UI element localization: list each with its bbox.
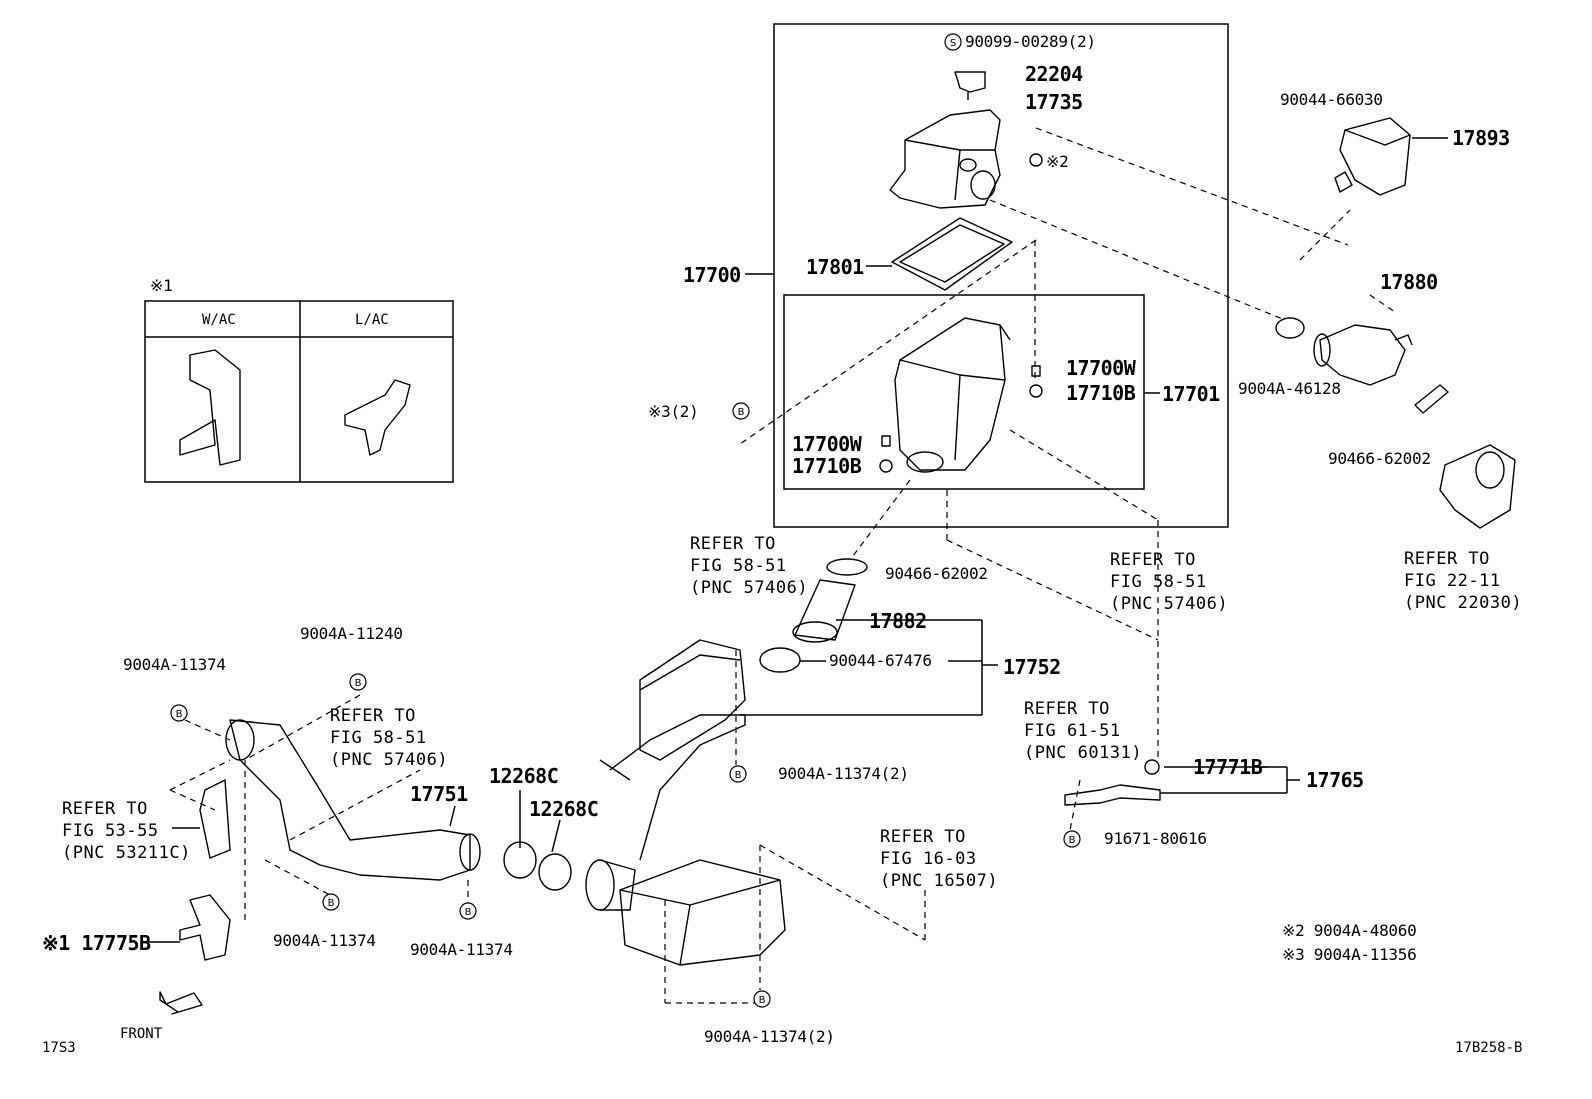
assembly-17701-frame <box>783 294 1145 490</box>
part-12268C-b: 12268C <box>529 797 599 821</box>
part-17710B-left: 17710B <box>792 454 862 478</box>
legend-marker-1: ※1 <box>150 276 173 295</box>
part-17893: 17893 <box>1452 126 1510 150</box>
part-17710B-right: 17710B <box>1066 381 1136 405</box>
part-90099-00289: 90099-00289(2) <box>965 32 1096 51</box>
s-symbol-icon <box>944 33 962 51</box>
legend-lac-label: L/AC <box>355 312 389 328</box>
part-9004A-11374-2-bottom: 9004A-11374(2) <box>704 1027 835 1046</box>
assembly-17700-frame <box>773 23 1229 528</box>
ref-fig-22-11: REFER TO FIG 22-11 (PNC 22030) <box>1404 549 1523 613</box>
part-17771B: 17771B <box>1193 755 1263 779</box>
svg-text:B: B <box>1069 835 1076 846</box>
part-9004A-11374-bottom-a: 9004A-11374 <box>273 931 376 950</box>
footnote-2: ※2 9004A-48060 <box>1282 921 1417 940</box>
part-17882: 17882 <box>869 609 927 633</box>
ref-fig-61-51: REFER TO FIG 61-51 (PNC 60131) <box>1024 699 1143 763</box>
part-91671-80616: 91671-80616 <box>1104 829 1207 848</box>
part-17801: 17801 <box>806 255 864 279</box>
svg-text:B: B <box>176 709 183 720</box>
figure-code-right: 17B258-B <box>1455 1040 1523 1056</box>
part-17700W-right: 17700W <box>1066 356 1136 380</box>
part-17765: 17765 <box>1306 768 1364 792</box>
part-9004A-11374-bottom-b: 9004A-11374 <box>410 940 513 959</box>
ref-fig-16-03: REFER TO FIG 16-03 (PNC 16507) <box>880 827 999 891</box>
ref-fig-58-51-b: REFER TO FIG 58-51 (PNC 57406) <box>1110 550 1229 614</box>
part-9004A-11374-topleft: 9004A-11374 <box>123 655 226 674</box>
b-symbol-icon <box>732 402 750 420</box>
part-9004A-11374-2-mid: 9004A-11374(2) <box>778 764 909 783</box>
part-90466-62002-lower: 90466-62002 <box>885 564 988 583</box>
part-12268C-a: 12268C <box>489 764 559 788</box>
b-symbol-icon <box>753 990 771 1008</box>
note-star-2: ※2 <box>1046 152 1069 171</box>
footnote-3: ※3 9004A-11356 <box>1282 945 1417 964</box>
b-symbol-icon <box>349 673 367 691</box>
part-9004A-46128: 9004A-46128 <box>1238 379 1341 398</box>
part-17751: 17751 <box>410 782 468 806</box>
ref-fig-53-55: REFER TO FIG 53-55 (PNC 53211C) <box>62 799 191 863</box>
note-star-3: ※3(2) <box>648 402 699 421</box>
b-symbol-icon <box>459 902 477 920</box>
svg-text:B: B <box>759 995 766 1006</box>
part-22204: 22204 <box>1025 62 1083 86</box>
b-symbol-icon <box>170 704 188 722</box>
part-17752: 17752 <box>1003 655 1061 679</box>
part-9004A-11240: 9004A-11240 <box>300 624 403 643</box>
svg-text:B: B <box>355 678 362 689</box>
part-90044-67476: 90044-67476 <box>829 651 932 670</box>
part-90466-62002-upper: 90466-62002 <box>1328 449 1431 468</box>
ref-fig-58-51-a: REFER TO FIG 58-51 (PNC 57406) <box>690 534 809 598</box>
part-17735: 17735 <box>1025 90 1083 114</box>
part-90044-66030: 90044-66030 <box>1280 90 1383 109</box>
svg-text:B: B <box>465 907 472 918</box>
b-symbol-icon <box>729 765 747 783</box>
b-symbol-icon <box>322 893 340 911</box>
svg-text:B: B <box>735 770 742 781</box>
legend-table-frame <box>144 300 454 483</box>
figure-code-left: 17S3 <box>42 1040 76 1056</box>
svg-text:S: S <box>950 38 956 49</box>
front-arrow-label: FRONT <box>120 1026 163 1042</box>
ref-fig-58-51-c: REFER TO FIG 58-51 (PNC 57406) <box>330 706 449 770</box>
part-17700W-left: 17700W <box>792 432 862 456</box>
svg-text:B: B <box>738 407 745 418</box>
svg-text:B: B <box>328 898 335 909</box>
legend-wac-label: W/AC <box>202 312 236 328</box>
part-17700: 17700 <box>683 263 741 287</box>
part-17880: 17880 <box>1380 270 1438 294</box>
part-17775B: ※1 17775B <box>42 931 151 955</box>
b-symbol-icon <box>1063 830 1081 848</box>
part-17701: 17701 <box>1162 382 1220 406</box>
